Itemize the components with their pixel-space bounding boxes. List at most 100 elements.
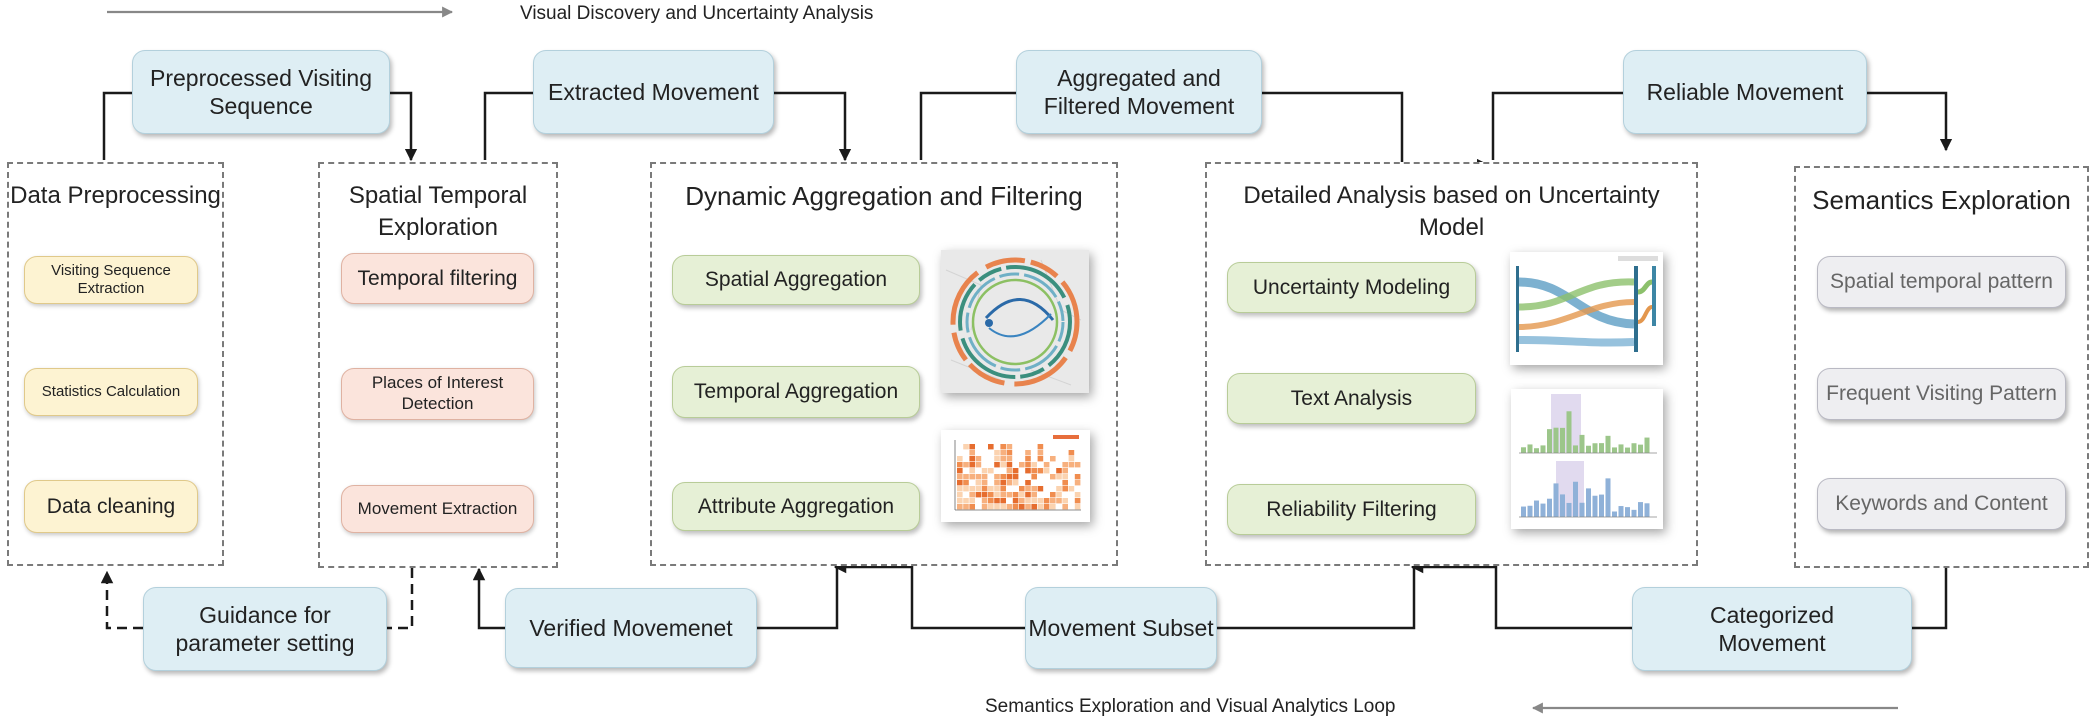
- step-visiting-sequence-extraction[interactable]: Visiting Sequence Extraction: [24, 256, 198, 304]
- heat-cell: [975, 486, 982, 492]
- heat-cell: [1006, 462, 1013, 468]
- flow-guidance-for-parameter-setting[interactable]: Guidance for parameter setting: [143, 587, 387, 671]
- heat-cell: [1006, 474, 1013, 480]
- step-spatial-aggregation[interactable]: Spatial Aggregation: [672, 255, 920, 305]
- connector-aggregation-to-verified: [757, 567, 839, 630]
- connector-spatial-to-extracted: [483, 91, 533, 160]
- heat-cell: [957, 468, 963, 474]
- histogram-bar: [1553, 427, 1559, 453]
- histogram-bar: [1638, 502, 1643, 517]
- histogram-bar: [1618, 444, 1624, 453]
- heat-cell: [1000, 450, 1006, 456]
- heat-cell: [1000, 486, 1006, 492]
- stage-title: Spatial Temporal Exploration: [348, 182, 528, 241]
- step-text-analysis[interactable]: Text Analysis: [1227, 373, 1476, 424]
- connector-reliable-to-semantics: [1867, 91, 1953, 152]
- histogram-bar: [1579, 434, 1585, 453]
- heat-cell: [988, 498, 994, 504]
- heat-cell: [1025, 492, 1031, 498]
- histogram-bar: [1566, 502, 1572, 517]
- heat-cell: [994, 474, 1000, 480]
- heat-cell: [1074, 462, 1081, 468]
- heat-cell: [981, 492, 988, 498]
- flow-movement-subset[interactable]: Movement Subset: [1025, 587, 1217, 669]
- heat-cell: [1050, 474, 1056, 480]
- heat-cell: [1025, 468, 1031, 474]
- spatial-aggregation-thumbnail: [941, 250, 1089, 393]
- heat-cell: [1062, 462, 1068, 468]
- step-frequent-visiting-pattern[interactable]: Frequent Visiting Pattern: [1817, 368, 2066, 420]
- heat-cell: [988, 492, 994, 498]
- bottom-loop-label: Semantics Exploration and Visual Analyti…: [985, 696, 1396, 717]
- heat-cell: [1012, 498, 1019, 504]
- heat-cell: [981, 468, 988, 474]
- step-data-cleaning[interactable]: Data cleaning: [24, 480, 198, 533]
- step-statistics-calculation[interactable]: Statistics Calculation: [24, 368, 198, 416]
- flow-reliable-movement[interactable]: Reliable Movement: [1623, 50, 1867, 134]
- histogram-bar: [1553, 483, 1559, 517]
- heat-cell: [957, 480, 963, 486]
- heat-cell: [975, 492, 982, 498]
- step-uncertainty-modeling[interactable]: Uncertainty Modeling: [1227, 262, 1476, 313]
- heat-cell: [1068, 462, 1075, 468]
- heat-cell: [994, 504, 1000, 510]
- step-places-of-interest-detection[interactable]: Places of Interest Detection: [341, 368, 534, 420]
- heat-cell: [1000, 480, 1006, 486]
- heat-cell: [1006, 456, 1013, 462]
- heat-cell: [1068, 450, 1075, 456]
- histogram-bar: [1534, 500, 1539, 517]
- heat-cell: [969, 444, 975, 450]
- flow-verified-movement[interactable]: Verified Movemenet: [505, 588, 757, 668]
- heat-cell: [1031, 474, 1037, 480]
- histogram-bar: [1573, 445, 1578, 453]
- heat-cell: [1050, 492, 1056, 498]
- step-keywords-and-content[interactable]: Keywords and Content: [1817, 478, 2066, 530]
- histogram-bar: [1527, 505, 1533, 517]
- heat-cell: [981, 480, 988, 486]
- heat-cell: [981, 486, 988, 492]
- uncertainty-flow-thumbnail: [1510, 252, 1663, 365]
- step-spatial-temporal-pattern[interactable]: Spatial temporal pattern: [1817, 256, 2066, 308]
- heat-cell: [1037, 504, 1044, 510]
- heat-cell: [1006, 444, 1013, 450]
- heat-cell: [1019, 504, 1025, 510]
- heat-cell: [1006, 480, 1013, 486]
- heat-cell: [957, 504, 963, 510]
- histogram-bar: [1599, 494, 1604, 517]
- heat-cell: [1050, 456, 1056, 462]
- heat-cell: [963, 504, 969, 510]
- flow-categorized-movement[interactable]: Categorized Movement: [1632, 587, 1912, 671]
- flow-aggregated-and-filtered-movement[interactable]: Aggregated and Filtered Movement: [1016, 50, 1262, 134]
- heat-cell: [1037, 456, 1044, 462]
- flow-preprocessed-visiting-sequence[interactable]: Preprocessed Visiting Sequence: [132, 50, 390, 134]
- heat-cell: [1031, 462, 1037, 468]
- heat-cell: [1012, 474, 1019, 480]
- step-attribute-aggregation[interactable]: Attribute Aggregation: [672, 482, 920, 531]
- heat-cell: [1074, 504, 1081, 510]
- stage-title: Semantics Exploration: [1812, 185, 2071, 215]
- heat-cell: [1000, 504, 1006, 510]
- connector-extracted-to-aggregation: [774, 91, 852, 162]
- step-reliability-filtering[interactable]: Reliability Filtering: [1227, 484, 1476, 535]
- connector-sequence-to-spatial: [390, 91, 418, 162]
- step-movement-extraction[interactable]: Movement Extraction: [341, 485, 534, 533]
- histogram-bar: [1638, 444, 1643, 453]
- histogram-bar: [1592, 443, 1598, 453]
- heat-cell: [969, 474, 975, 480]
- heat-cell: [1062, 486, 1068, 492]
- heat-cell: [1056, 492, 1062, 498]
- step-temporal-aggregation[interactable]: Temporal Aggregation: [672, 366, 920, 418]
- flow-extracted-movement[interactable]: Extracted Movement: [533, 50, 774, 134]
- heat-cell: [1025, 504, 1031, 510]
- heat-cell: [994, 492, 1000, 498]
- heat-cell: [1012, 468, 1019, 474]
- stage-title: Detailed Analysis based on Uncertainty M…: [1243, 182, 1660, 241]
- connector-uncertainty-to-subset: [1217, 567, 1416, 630]
- heat-cell: [963, 444, 969, 450]
- heat-cell: [1000, 474, 1006, 480]
- heat-cell: [1037, 468, 1044, 474]
- step-temporal-filtering[interactable]: Temporal filtering: [341, 253, 534, 304]
- histogram-bar: [1599, 443, 1604, 453]
- heat-cell: [1000, 456, 1006, 462]
- histogram-bar: [1540, 503, 1546, 517]
